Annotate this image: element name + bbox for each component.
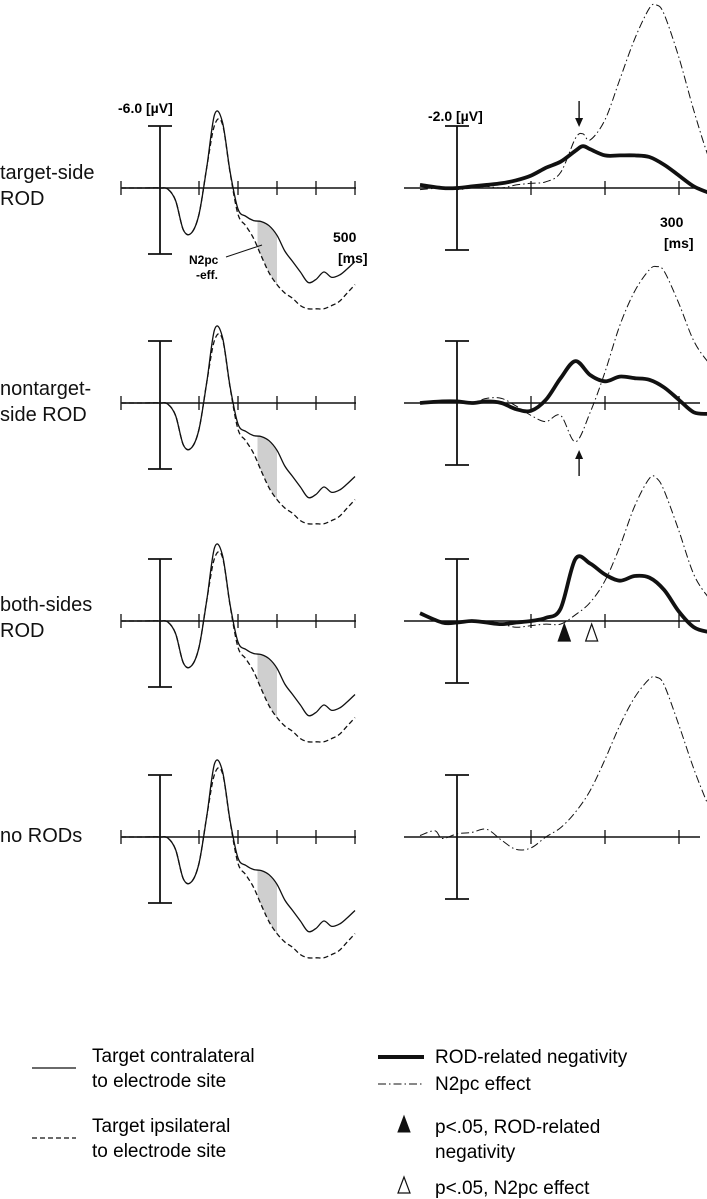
row-label-line2: ROD [0, 620, 45, 642]
legend-sig-rod-line1: p<.05, ROD-related [435, 1117, 600, 1138]
right-series-thick [419, 144, 707, 195]
row-label-line1: both-sides [0, 594, 93, 616]
right-x-unit-label: [ms] [664, 235, 694, 251]
open-triangle-icon [584, 622, 599, 642]
n2pc-annotation-line2: -eff. [196, 268, 218, 282]
row-label-no-rods: no RODs [0, 823, 82, 849]
legend-contra-line2: to electrode site [92, 1071, 226, 1092]
left-series-solid [121, 543, 356, 717]
row-label-line2: side ROD [0, 404, 87, 426]
right-series-thick [419, 359, 707, 416]
row-label-line2: ROD [0, 188, 45, 210]
legend-sig-rod-line2: negativity [435, 1142, 516, 1163]
right-series-dashdot [420, 475, 707, 628]
arrow-up-head-icon [575, 450, 584, 459]
legend-contra-line1: Target contralateral [92, 1046, 255, 1067]
legend-n2pc: N2pc effect [435, 1074, 531, 1095]
left-series-solid [121, 110, 356, 284]
legend-ipsi-line1: Target ipsilateral [92, 1116, 230, 1137]
n2pc-shaded-area [257, 436, 277, 500]
n2pc-shaded-area [257, 221, 277, 285]
arrow-down-head-icon [575, 118, 584, 127]
n2pc-shaded-area [257, 654, 277, 718]
row-label-nontarget-side: nontarget- side ROD [0, 376, 91, 428]
row-label-line1: target-side [0, 162, 95, 184]
left-series-dashed [121, 551, 356, 743]
n2pc-shaded-area [257, 870, 277, 934]
right-y-scale-label: -2.0 [µV] [428, 108, 483, 124]
left-x-end-label: 500 [333, 229, 357, 245]
legend-rod: ROD-related negativity [435, 1047, 628, 1068]
row-label-line1: no RODs [0, 825, 83, 847]
filled-triangle-icon [557, 622, 572, 642]
left-series-dashed [121, 333, 356, 525]
legend-ipsi-line2: to electrode site [92, 1141, 226, 1162]
legend-sig-n2pc: p<.05, N2pc effect [435, 1178, 590, 1199]
left-series-dashed [121, 118, 356, 310]
right-series-dashdot [419, 675, 707, 851]
left-x-unit-label: [ms] [338, 250, 368, 266]
right-series-dashdot [419, 3, 707, 191]
legend-open-triangle [397, 1175, 411, 1194]
row-label-target-side: target-side ROD [0, 160, 95, 212]
legend-filled-triangle [397, 1114, 411, 1133]
left-series-solid [121, 325, 356, 499]
left-series-solid [121, 759, 356, 933]
n2pc-annotation-pointer [225, 244, 263, 258]
left-series-dashed [121, 767, 356, 959]
right-series-dashdot [420, 265, 707, 443]
right-x-end-label: 300 [660, 214, 684, 230]
n2pc-annotation-line1: N2pc [189, 253, 219, 267]
right-series-thick [419, 554, 707, 634]
row-label-line1: nontarget- [0, 378, 92, 400]
row-label-both-sides: both-sides ROD [0, 592, 92, 644]
left-y-scale-label: -6.0 [µV] [118, 100, 173, 116]
